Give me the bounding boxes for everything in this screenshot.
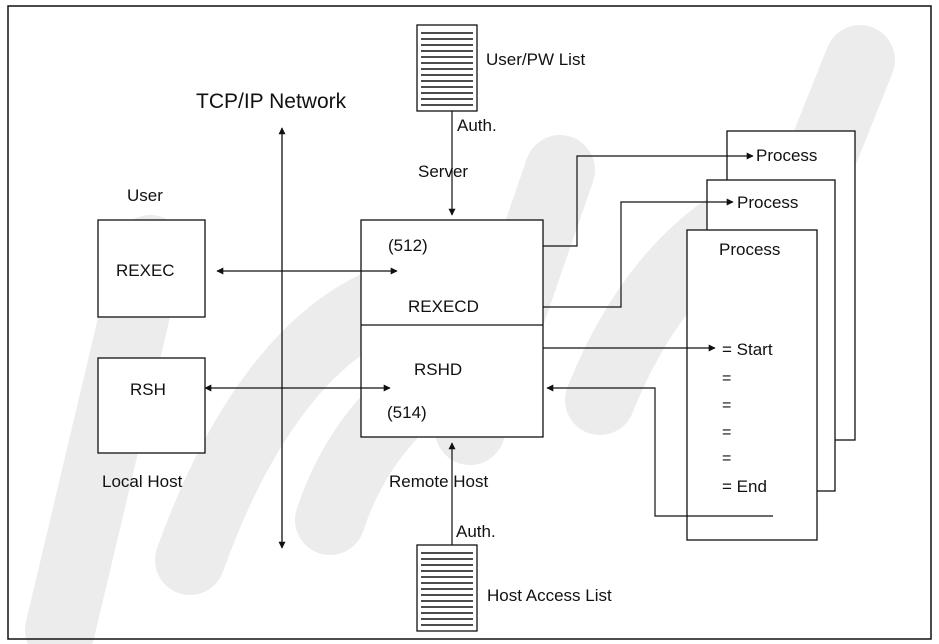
port-514-label: (514) [387,403,427,422]
rshd-label: RSHD [414,360,463,379]
network-label: TCP/IP Network [196,90,347,113]
rsh-label: RSH [130,380,166,399]
process-end-line: = End [722,477,767,496]
port-512-label: (512) [388,236,428,255]
process-back-label: Process [756,146,818,165]
rexec-label: REXEC [116,261,175,280]
rexecd-label: REXECD [408,297,479,316]
host-access-list-label: Host Access List [487,586,612,605]
process-page-front [686,229,818,541]
rsh-box [97,357,206,454]
remote-host-label: Remote Host [389,472,489,491]
process-middle-label: Process [737,193,799,212]
user-pw-list-label: User/PW List [486,50,586,69]
host-access-list-doc-icon [416,544,478,632]
end-to-rshd-arrow [546,384,773,517]
auth-top-label: Auth. [457,116,497,135]
process-step-4: = [722,450,732,467]
rexecd-to-process-middle-arrow [543,198,734,308]
server-box [360,219,544,438]
process-step-2: = [722,397,732,414]
server-label: Server [418,162,469,181]
rexec-box [97,219,206,318]
process-start-line: = Start [722,340,773,359]
local-host-label: Local Host [102,472,183,491]
process-step-1: = [722,370,732,387]
process-front-label: Process [719,240,781,259]
rexecd-to-process-back-arrow [543,152,754,247]
outer-border [7,5,932,640]
process-step-3: = [722,424,732,441]
user-label: User [127,186,163,205]
auth-bottom-label: Auth. [456,522,496,541]
user-pw-list-doc-icon [416,24,478,112]
